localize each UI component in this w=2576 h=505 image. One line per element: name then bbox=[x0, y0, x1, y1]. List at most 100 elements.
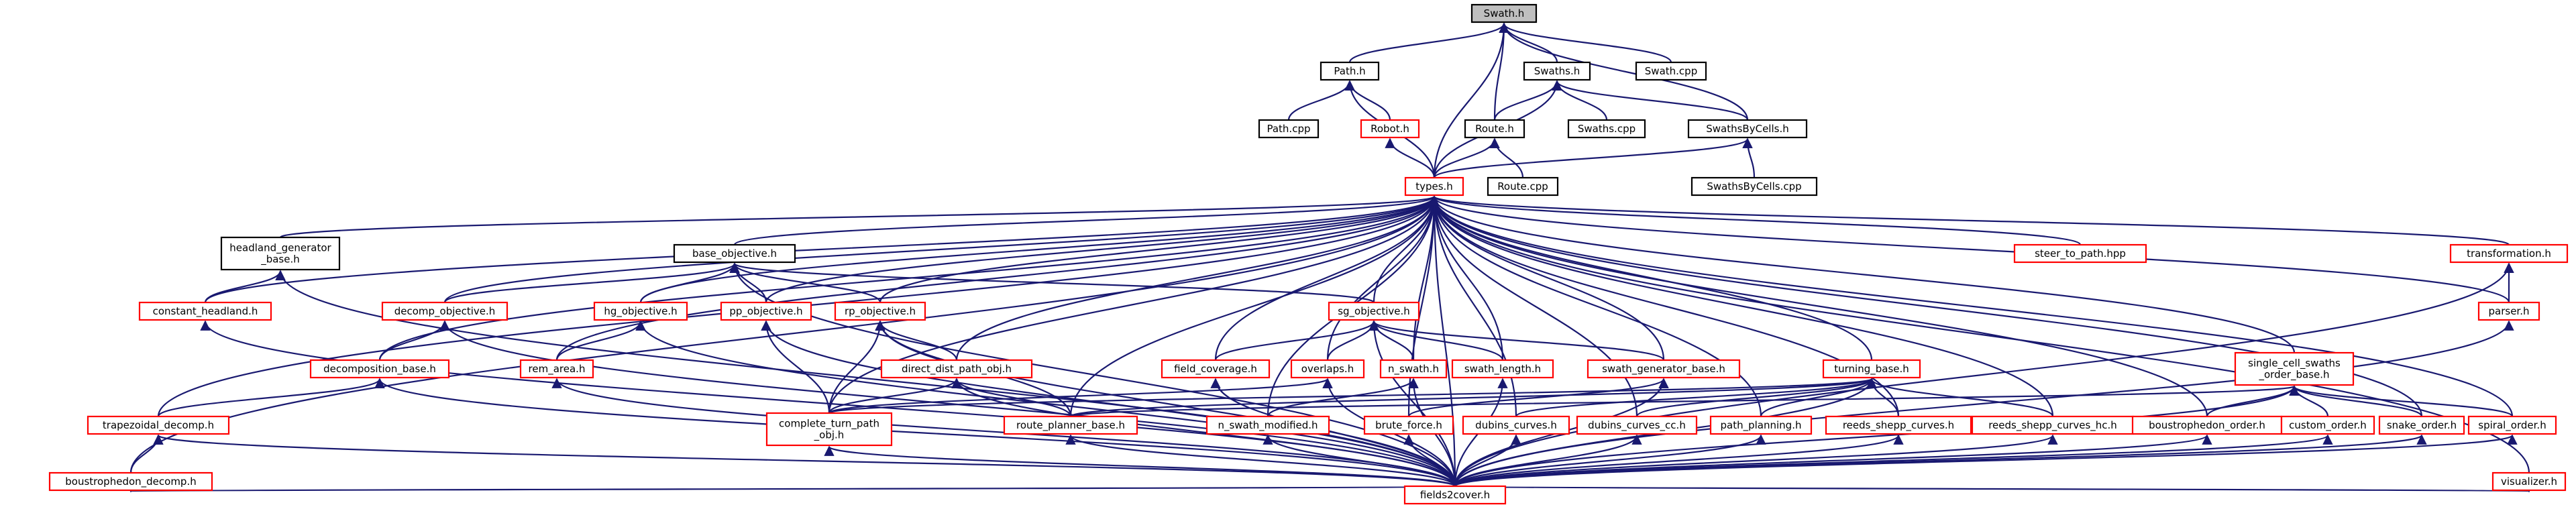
node-route-planner-base-h[interactable]: route_planner_base.h bbox=[1003, 415, 1138, 435]
node-swaths-cpp[interactable]: Swaths.cpp bbox=[1567, 119, 1646, 139]
edge-fields2cover_h-to-reeds_shepp_curves_h bbox=[1454, 434, 1904, 487]
node-boustrophedon-order-h[interactable]: boustrophedon_order.h bbox=[2131, 415, 2283, 435]
node-box bbox=[834, 301, 926, 321]
node-constant-headland-h[interactable]: constant_headland.h bbox=[138, 301, 272, 321]
edge-fields2cover_h-to-sg_objective_h bbox=[1368, 320, 1456, 487]
edge-trapezoidal_decomp_h-to-decomposition_base_h bbox=[157, 378, 385, 417]
node-box bbox=[1709, 415, 1813, 435]
node-reeds-shepp-curves-h[interactable]: reeds_shepp_curves.h bbox=[1825, 415, 1972, 435]
node-complete-turn-path-obj-h[interactable]: complete_turn_path_obj.h bbox=[765, 412, 893, 447]
node-swath-length-h[interactable]: swath_length.h bbox=[1451, 359, 1554, 379]
edge-transformation_h-to-types_h bbox=[1429, 195, 2510, 246]
node-label: steer_to_path.hpp bbox=[2035, 247, 2126, 260]
edge-brute_force_h-to-swath_generator_base_h bbox=[1407, 378, 1669, 417]
node-brute-force-h[interactable]: brute_force.h bbox=[1363, 415, 1454, 435]
node-dubins-curves-h[interactable]: dubins_curves.h bbox=[1462, 415, 1570, 435]
node-path-h[interactable]: Path.h bbox=[1320, 61, 1380, 81]
node-custom-order-h[interactable]: custom_order.h bbox=[2280, 415, 2375, 435]
node-base-objective-h[interactable]: base_objective.h bbox=[673, 243, 796, 264]
node-rem-area-h[interactable]: rem_area.h bbox=[519, 359, 594, 379]
edge-fields2cover_h-to-decomposition_base_h bbox=[374, 378, 1456, 487]
node-box bbox=[1003, 415, 1138, 435]
node-decomp-objective-h[interactable]: decomp_objective.h bbox=[381, 301, 508, 321]
node-pp-objective-h[interactable]: pp_objective.h bbox=[720, 301, 812, 321]
node-hg-objective-h[interactable]: hg_objective.h bbox=[593, 301, 688, 321]
node-label: decomposition_base.h bbox=[323, 363, 436, 376]
node-rp-objective-h[interactable]: rp_objective.h bbox=[834, 301, 926, 321]
edge-route_planner_base_h-to-types_h bbox=[1069, 195, 1440, 417]
node-label: trapezoidal_decomp.h bbox=[103, 419, 214, 432]
node-path-cpp[interactable]: Path.cpp bbox=[1258, 119, 1320, 139]
node-box bbox=[2280, 415, 2375, 435]
node-box bbox=[1320, 61, 1380, 81]
edge-route_cpp-to-route_h bbox=[1489, 137, 1524, 178]
node-box bbox=[1825, 415, 1972, 435]
node-box bbox=[1161, 359, 1271, 379]
edge-steer_to_path_hpp-to-types_h bbox=[1429, 195, 2082, 246]
node-box bbox=[1576, 415, 1698, 435]
node-route-h[interactable]: Route.h bbox=[1464, 119, 1525, 139]
node-label: pp_objective.h bbox=[729, 305, 802, 318]
edge-complete_turn_path_obj_h-to-rp_objective_h bbox=[828, 320, 885, 414]
node-boustrophedon-decomp-h[interactable]: boustrophedon_decomp.h bbox=[48, 471, 213, 492]
node-field-coverage-h[interactable]: field_coverage.h bbox=[1161, 359, 1271, 379]
node-box bbox=[720, 301, 812, 321]
node-decomposition-base-h[interactable]: decomposition_base.h bbox=[309, 359, 450, 379]
node-spiral-order-h[interactable]: spiral_order.h bbox=[2467, 415, 2557, 435]
node-label: n_swath_modified.h bbox=[1218, 419, 1318, 432]
node-swath-generator-base-h[interactable]: swath_generator_base.h bbox=[1587, 359, 1741, 379]
node-label: visualizer.h bbox=[2501, 475, 2557, 488]
node-n-swath-h[interactable]: n_swath.h bbox=[1379, 359, 1448, 379]
edge-path_cpp-to-path_h bbox=[1287, 80, 1355, 121]
node-label: SwathsByCells.cpp bbox=[1707, 180, 1801, 192]
edge-fields2cover_h-to-dubins_curves_h bbox=[1454, 434, 1521, 487]
node-label: Swath.h bbox=[1484, 7, 1525, 19]
node-label: n_swath.h bbox=[1388, 363, 1439, 376]
node-label: direct_dist_path_obj.h bbox=[902, 363, 1012, 376]
node-swath-h[interactable]: Swath.h bbox=[1470, 3, 1538, 23]
node-fields2cover-h[interactable]: fields2cover.h bbox=[1403, 485, 1507, 505]
node-types-h[interactable]: types.h bbox=[1404, 176, 1464, 197]
node-single-cell-swaths-order-base-h[interactable]: single_cell_swaths_order_base.h bbox=[2234, 351, 2355, 386]
node-label: boustrophedon_decomp.h bbox=[65, 475, 196, 488]
node-steer-to-path-hpp[interactable]: steer_to_path.hpp bbox=[2013, 243, 2147, 264]
node-visualizer-h[interactable]: visualizer.h bbox=[2491, 471, 2567, 492]
node-box bbox=[2477, 301, 2540, 321]
edge-headland_generator_base_h-to-types_h bbox=[279, 195, 1439, 239]
node-swathsbycells-cpp[interactable]: SwathsByCells.cpp bbox=[1690, 176, 1818, 197]
node-path-planning-h[interactable]: path_planning.h bbox=[1709, 415, 1813, 435]
node-transformation-h[interactable]: transformation.h bbox=[2449, 243, 2569, 264]
node-route-cpp[interactable]: Route.cpp bbox=[1487, 176, 1559, 197]
node-headland-generator-base-h[interactable]: headland_generator_base.h bbox=[220, 236, 341, 271]
edge-fields2cover_h-to-path_planning_h bbox=[1454, 434, 1766, 487]
edge-types_h-to-swath_h bbox=[1433, 22, 1509, 178]
node-swaths-h[interactable]: Swaths.h bbox=[1523, 61, 1591, 81]
node-robot-h[interactable]: Robot.h bbox=[1360, 119, 1420, 139]
edge-decomp_objective_h-to-base_objective_h bbox=[443, 262, 740, 303]
node-dubins-curves-cc-h[interactable]: dubins_curves_cc.h bbox=[1576, 415, 1698, 435]
edge-reeds_shepp_curves_hc_h-to-types_h bbox=[1429, 195, 2054, 417]
node-overlaps-h[interactable]: overlaps.h bbox=[1290, 359, 1365, 379]
node-label: Swaths.cpp bbox=[1578, 123, 1635, 135]
node-swath-cpp[interactable]: Swath.cpp bbox=[1635, 61, 1707, 81]
node-trapezoidal-decomp-h[interactable]: trapezoidal_decomp.h bbox=[87, 415, 230, 435]
node-n-swath-modified-h[interactable]: n_swath_modified.h bbox=[1205, 415, 1330, 435]
node-direct-dist-path-obj-h[interactable]: direct_dist_path_obj.h bbox=[880, 359, 1033, 379]
node-box bbox=[880, 359, 1033, 379]
node-swathsbycells-h[interactable]: SwathsByCells.h bbox=[1687, 119, 1808, 139]
node-parser-h[interactable]: parser.h bbox=[2477, 301, 2540, 321]
node-label: decomp_objective.h bbox=[394, 305, 496, 318]
node-reeds-shepp-curves-hc-h[interactable]: reeds_shepp_curves_hc.h bbox=[1971, 415, 2135, 435]
node-label: reeds_shepp_curves_hc.h bbox=[1988, 419, 2117, 432]
edge-constant_headland_h-to-types_h bbox=[204, 195, 1440, 303]
node-box bbox=[1971, 415, 2135, 435]
node-box bbox=[1403, 485, 1507, 505]
edge-spiral_order_h-to-types_h bbox=[1429, 195, 2514, 417]
node-box bbox=[1822, 359, 1921, 379]
node-snake-order-h[interactable]: snake_order.h bbox=[2378, 415, 2465, 435]
node-turning-base-h[interactable]: turning_base.h bbox=[1822, 359, 1921, 379]
node-box bbox=[1470, 3, 1538, 23]
node-box bbox=[765, 412, 893, 447]
node-sg-objective-h[interactable]: sg_objective.h bbox=[1328, 301, 1420, 321]
